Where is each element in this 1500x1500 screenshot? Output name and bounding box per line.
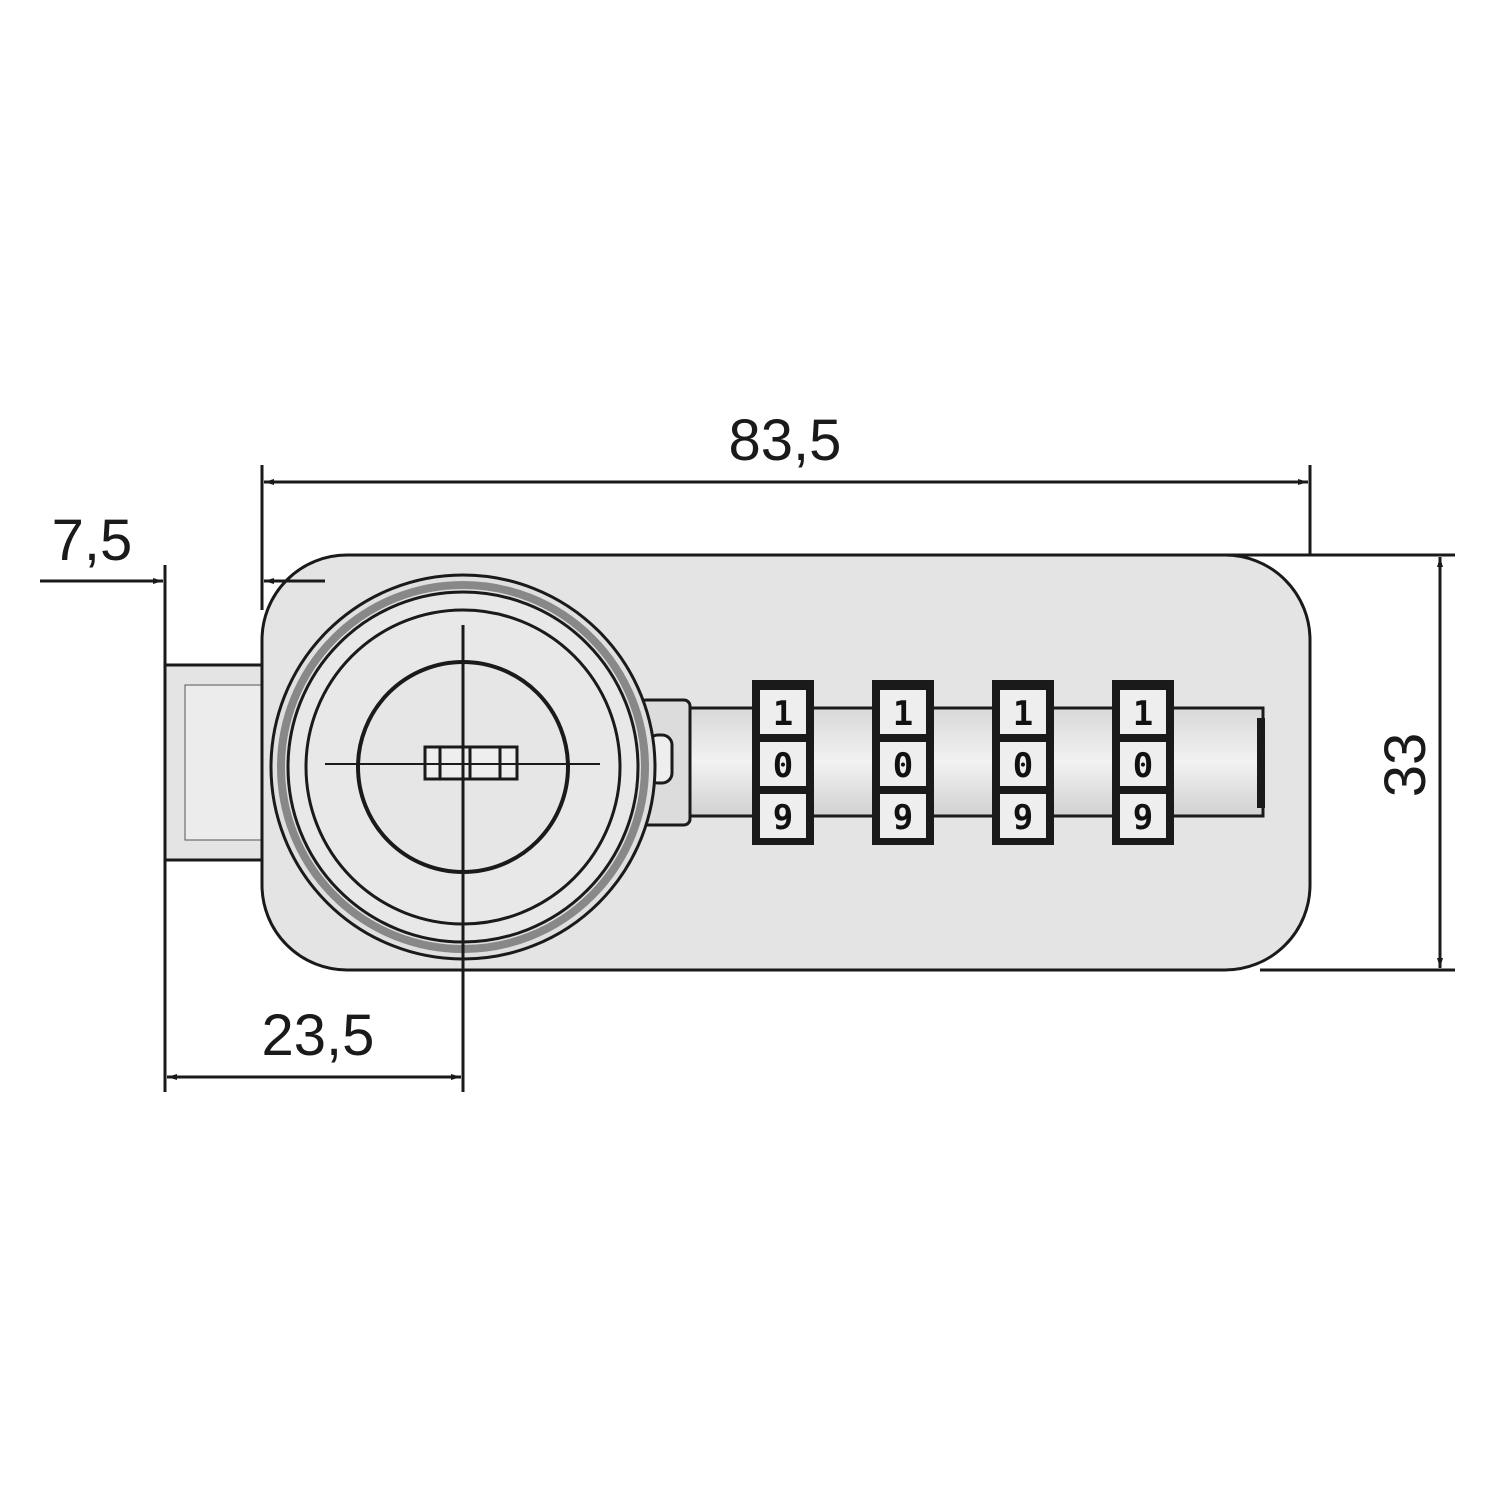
wheel-window: [880, 794, 926, 838]
wheel-window: [1000, 794, 1046, 838]
combination-wheel[interactable]: 1 0 9: [1112, 680, 1174, 845]
wheel-digit-middle: 0: [893, 746, 913, 786]
dimension-height: 33: [1373, 733, 1438, 798]
wheel-window: [1120, 742, 1166, 786]
wheel-digit-middle: 0: [1133, 746, 1153, 786]
wheel-window: [880, 690, 926, 734]
wheel-window: [1000, 690, 1046, 734]
wheel-digit-top: 1: [1133, 694, 1153, 734]
dimension-latch-offset: 7,5: [52, 508, 133, 573]
wheel-digit-top: 1: [1013, 694, 1033, 734]
combination-wheel[interactable]: 1 0 9: [752, 680, 814, 845]
dimension-center-offset: 23,5: [262, 1003, 375, 1068]
wheel-window: [760, 742, 806, 786]
wheel-window: [760, 794, 806, 838]
dimension-overall-length: 83,5: [729, 408, 842, 473]
wheel-window: [1120, 794, 1166, 838]
wheel-digit-middle: 0: [1013, 746, 1033, 786]
wheel-digit-middle: 0: [773, 746, 793, 786]
wheel-digit-bottom: 9: [773, 798, 793, 838]
wheel-digit-bottom: 9: [893, 798, 913, 838]
wheel-digit-top: 1: [893, 694, 913, 734]
combination-wheel[interactable]: 1 0 9: [872, 680, 934, 845]
wheel-window: [1000, 742, 1046, 786]
wheel-digit-bottom: 9: [1133, 798, 1153, 838]
wheel-window: [760, 690, 806, 734]
combination-wheel[interactable]: 1 0 9: [992, 680, 1054, 845]
wheel-digit-bottom: 9: [1013, 798, 1033, 838]
wheel-window: [1120, 690, 1166, 734]
combination-wheels: 1 0 9 1 0 9 1 0 9 1 0 9: [752, 680, 1174, 845]
wheel-window: [880, 742, 926, 786]
wheel-digit-top: 1: [773, 694, 793, 734]
